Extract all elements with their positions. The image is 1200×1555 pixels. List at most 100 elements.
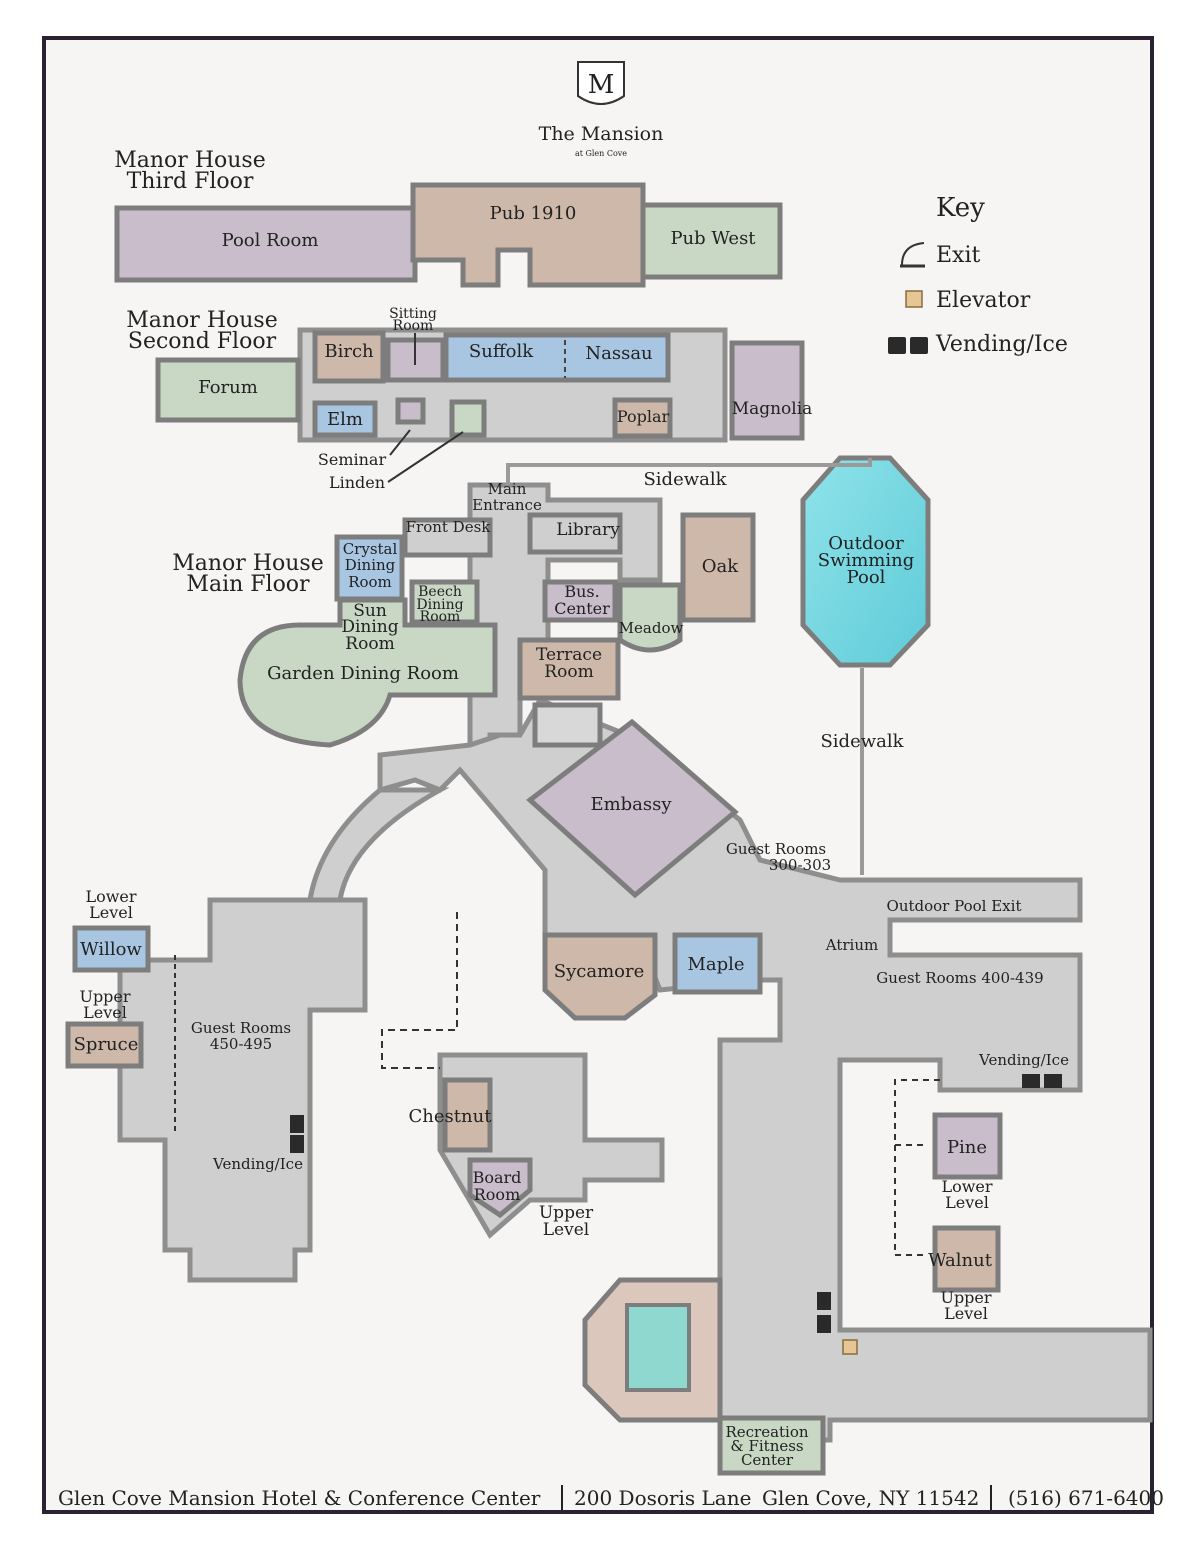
birch <box>312 330 386 384</box>
main-floor-rooms <box>65 455 1062 1476</box>
label-magnolia: Magnolia <box>732 399 813 419</box>
elevator-key-icon <box>905 290 923 308</box>
section-main-floor-line2: Main Floor <box>186 572 310 597</box>
label-guest-450-2: 450-495 <box>210 1035 272 1053</box>
maple <box>672 932 763 995</box>
label-recreation-1: Recreation <box>725 1423 808 1441</box>
key-title: Key <box>936 193 985 223</box>
elm <box>312 400 378 438</box>
label-willow-level-2: Level <box>89 903 133 922</box>
business-center <box>542 579 618 623</box>
crystal-dining-room <box>334 534 405 602</box>
recreation-fitness-center <box>717 1415 826 1476</box>
spruce <box>65 1021 144 1069</box>
label-sun-2: Dining <box>341 617 398 637</box>
oak <box>680 512 756 623</box>
label-pool-3: Pool <box>847 567 886 588</box>
section-third-floor-line2: Third Floor <box>126 169 254 194</box>
label-recreation-2: & Fitness <box>730 1437 803 1455</box>
footer: Glen Cove Mansion Hotel & Conference Cen… <box>46 1480 1164 1514</box>
label-guest-400: Guest Rooms 400-439 <box>876 969 1043 987</box>
footer-phone: (516) 671-6400 <box>1008 1486 1164 1510</box>
logo-letter: M <box>588 70 615 100</box>
label-recreation-3: Center <box>741 1451 794 1469</box>
label-garden: Garden Dining Room <box>267 663 459 684</box>
label-outdoor-pool-exit: Outdoor Pool Exit <box>887 897 1022 915</box>
linden <box>449 399 487 438</box>
section-second-floor: Manor House Second Floor <box>122 310 282 354</box>
section-main-floor-line1: Manor House <box>172 551 324 576</box>
label-pool-1: Outdoor <box>828 533 904 554</box>
logo-tagline: at Glen Cove <box>575 149 627 158</box>
vending-icon <box>817 1315 831 1333</box>
section-third-floor: Manor House Third Floor <box>110 148 270 194</box>
label-library: Library <box>556 520 620 540</box>
label-sun-3: Room <box>345 634 394 654</box>
label-crystal-2: Dining <box>345 556 396 574</box>
label-walnut-level-2: Level <box>944 1304 988 1323</box>
label-guest-450-1: Guest Rooms <box>191 1019 291 1037</box>
pool-room <box>114 205 418 283</box>
pine-walnut-path <box>894 1079 940 1256</box>
sycamore <box>542 932 658 1021</box>
willow <box>72 925 151 973</box>
board-room <box>467 1157 533 1219</box>
label-terrace-2: Room <box>544 662 593 682</box>
label-atrium: Atrium <box>825 936 878 954</box>
pub-west <box>640 202 783 280</box>
label-spruce-level-2: Level <box>83 1003 127 1022</box>
logo: M The Mansion at Glen Cove <box>539 61 664 158</box>
section-main-floor: Manor House Main Floor <box>168 551 328 597</box>
pub-1910 <box>410 182 646 288</box>
footer-city: Glen Cove, NY 11542 <box>762 1486 980 1510</box>
chestnut <box>442 1077 493 1153</box>
label-main-entrance-1: Main <box>488 480 527 498</box>
room-labels: Pool Room Pub 1910 Pub West Sitting Room… <box>74 203 1069 1469</box>
label-oak: Oak <box>702 556 739 577</box>
label-guest-300-2: 300-303 <box>769 856 831 874</box>
forum <box>155 357 301 423</box>
label-forum: Forum <box>198 377 258 398</box>
label-crystal-1: Crystal <box>343 540 398 558</box>
section-third-floor-line1: Manor House <box>114 148 266 173</box>
seminar-arrow <box>389 429 411 456</box>
poplar <box>612 397 673 439</box>
label-pine-level-2: Level <box>945 1193 989 1212</box>
linden-arrow <box>387 431 464 483</box>
label-board-2: Room <box>474 1185 520 1204</box>
label-pub-west: Pub West <box>670 228 756 249</box>
label-nassau: Nassau <box>585 343 652 364</box>
label-embassy: Embassy <box>590 794 672 815</box>
vending-key-icon <box>888 337 906 354</box>
label-front-desk: Front Desk <box>406 518 492 536</box>
label-pine: Pine <box>947 1137 987 1158</box>
label-guest-300-1: Guest Rooms <box>726 840 826 858</box>
exit-icon <box>901 242 925 266</box>
label-meadow: Meadow <box>619 619 684 637</box>
indoor-pool <box>625 1303 691 1392</box>
front-desk <box>402 517 493 558</box>
outdoor-swimming-pool <box>800 455 931 668</box>
section-second-floor-line2: Second Floor <box>127 329 277 354</box>
label-willow-level-1: Lower <box>85 887 136 906</box>
label-spruce-level-1: Upper <box>79 987 130 1006</box>
beech-dining-room <box>409 579 480 625</box>
label-vending-left: Vending/Ice <box>212 1155 303 1173</box>
vending-key-icon <box>910 337 928 354</box>
connectors <box>174 333 940 1256</box>
label-sidewalk-top: Sidewalk <box>643 469 727 490</box>
label-walnut-level-1: Upper <box>940 1288 991 1307</box>
elevator-icon <box>842 1339 858 1355</box>
label-chestnut: Chestnut <box>409 1106 493 1127</box>
label-pub-1910: Pub 1910 <box>490 203 577 224</box>
logo-name: The Mansion <box>539 123 664 145</box>
logo-shield <box>577 61 625 105</box>
library <box>527 512 623 555</box>
sidewalk-top <box>506 458 872 485</box>
label-board-1: Board <box>473 1168 522 1187</box>
label-beech-2: Dining <box>416 597 463 613</box>
label-maple: Maple <box>687 954 744 975</box>
chestnut-path <box>381 912 458 1069</box>
embassy <box>526 718 739 899</box>
